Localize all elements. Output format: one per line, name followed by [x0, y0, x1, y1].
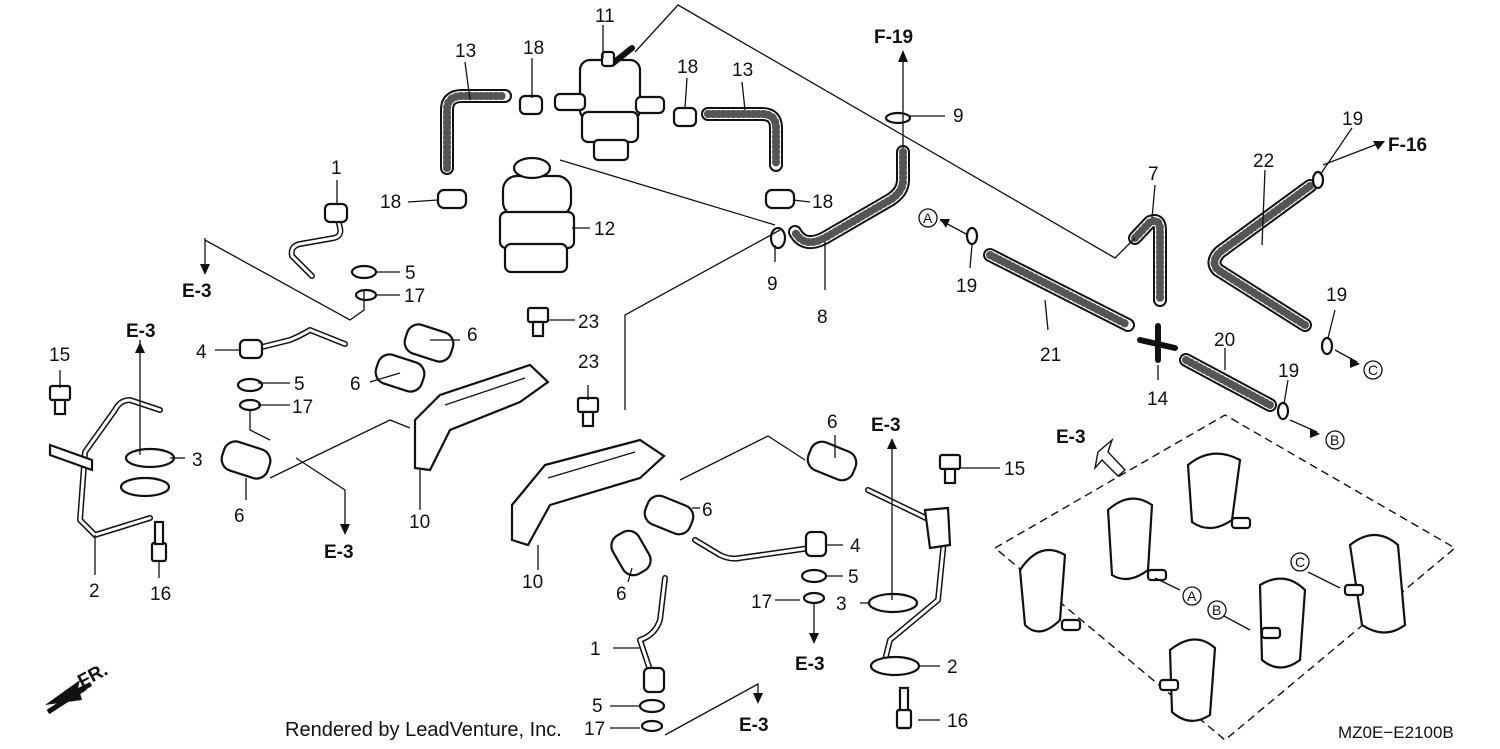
intake-detail-inset: [993, 414, 1457, 741]
part-23-label: 23: [578, 312, 599, 333]
circled-letters: A C B A B C: [918, 208, 1383, 620]
part-5-label: 5: [592, 696, 603, 717]
part-19-label: 19: [956, 276, 977, 297]
part-7-label: 7: [1148, 164, 1159, 185]
solenoid-12: [498, 156, 576, 274]
hose-21: [983, 248, 1135, 332]
part-6-label: 6: [827, 412, 838, 433]
view-arrow-e3: [1093, 437, 1127, 477]
part-9-label: 9: [767, 274, 778, 295]
part-12-label: 12: [594, 219, 615, 240]
circle-c: C: [1295, 554, 1305, 570]
hose-8: [788, 145, 910, 249]
part-13-label: 13: [455, 41, 476, 62]
part-16-label: 16: [150, 584, 171, 605]
part-18-label: 18: [812, 192, 833, 213]
pipe-4-lower: [692, 530, 828, 562]
hose-20: [1179, 353, 1277, 412]
diagram-code: MZ0E−E2100B: [1338, 723, 1454, 742]
hose-13-left: [440, 89, 512, 175]
ref-f16: F-16: [1388, 135, 1427, 156]
ref-f19: F-19: [874, 27, 913, 48]
part-18-label: 18: [523, 38, 544, 59]
part-2-label: 2: [89, 581, 100, 602]
part-11-label: 11: [595, 6, 615, 27]
part-6-label: 6: [350, 374, 361, 395]
circle-b: B: [1330, 432, 1339, 448]
part-5-label: 5: [848, 567, 859, 588]
part-19-label: 19: [1326, 285, 1347, 306]
part-16-label: 16: [947, 711, 968, 732]
part-21-label: 21: [1040, 345, 1061, 366]
part-10-label: 10: [409, 512, 430, 533]
part-8-label: 8: [817, 307, 828, 328]
circle-c: C: [1368, 362, 1378, 378]
pipe-2-left: [48, 397, 163, 538]
page-references: F-19 F-16 E-3 E-3 E-3 E-3 E-3 E-3 E-3: [126, 27, 1427, 736]
part-19-label: 19: [1342, 109, 1363, 130]
part-14-label: 14: [1147, 389, 1169, 410]
part-20-label: 20: [1214, 330, 1235, 351]
part-number-labels: 11 13 13 18 18 18 18 12 1 5 17 4 5 17 6 …: [49, 6, 1363, 740]
front-arrow-icon: [45, 680, 92, 715]
part-15-label: 15: [49, 345, 70, 366]
pipe-2-right: [865, 487, 952, 663]
part-3-label: 3: [836, 594, 847, 615]
part-6-label: 6: [467, 325, 478, 346]
ref-e3: E-3: [739, 715, 769, 736]
part-1-label: 1: [590, 639, 601, 660]
part-15-label: 15: [1004, 459, 1025, 480]
part-17-label: 17: [404, 286, 425, 307]
circle-a: A: [1187, 588, 1197, 604]
cover-10-lower: [510, 438, 666, 547]
part-18-label: 18: [380, 192, 401, 213]
credit-text: Rendered by LeadVenture, Inc.: [285, 719, 562, 741]
hose-piece-6: [220, 323, 858, 577]
arrow-heads: [135, 50, 1385, 704]
part-4-label: 4: [196, 342, 207, 363]
part-22-label: 22: [1253, 151, 1274, 172]
part-4-label: 4: [850, 536, 861, 557]
part-3-label: 3: [192, 450, 203, 471]
ref-e3: E-3: [182, 281, 212, 302]
part-6-label: 6: [234, 506, 245, 527]
hose-7: [1128, 214, 1167, 307]
gasket-3: [119, 447, 921, 677]
ref-e3: E-3: [795, 654, 825, 675]
part-6-label: 6: [702, 500, 713, 521]
ref-e3: E-3: [871, 415, 901, 436]
part-1-label: 1: [331, 158, 342, 179]
circle-a: A: [923, 210, 933, 226]
leader-lines: [59, 4, 1381, 736]
cover-10-upper: [413, 363, 550, 472]
part-5-label: 5: [294, 374, 305, 395]
part-17-label: 17: [751, 592, 772, 613]
ref-e3: E-3: [1056, 427, 1086, 448]
hose-13-right: [701, 107, 783, 172]
part-17-label: 17: [292, 397, 313, 418]
clip: [769, 111, 1334, 421]
bolt: [48, 306, 962, 730]
air-valve-11: [553, 45, 666, 162]
pipe-1-upper: [288, 202, 349, 279]
ref-e3: E-3: [126, 321, 156, 342]
part-18-label: 18: [677, 57, 698, 78]
part-5-label: 5: [405, 263, 416, 284]
part-13-label: 13: [732, 60, 753, 81]
part-17-label: 17: [584, 719, 605, 740]
part-6-label: 6: [616, 584, 627, 605]
part-2-label: 2: [947, 657, 958, 678]
part-9-label: 9: [953, 106, 964, 127]
circle-b: B: [1212, 602, 1221, 618]
part-23-label: 23: [578, 352, 599, 373]
joint-14: [1137, 323, 1178, 363]
ref-e3: E-3: [324, 542, 354, 563]
pipe-4-upper: [238, 327, 348, 360]
part-10-label: 10: [522, 572, 543, 593]
part-19-label: 19: [1278, 361, 1299, 382]
hose-22: [1207, 179, 1317, 332]
pipe-1-lower: [637, 575, 668, 694]
